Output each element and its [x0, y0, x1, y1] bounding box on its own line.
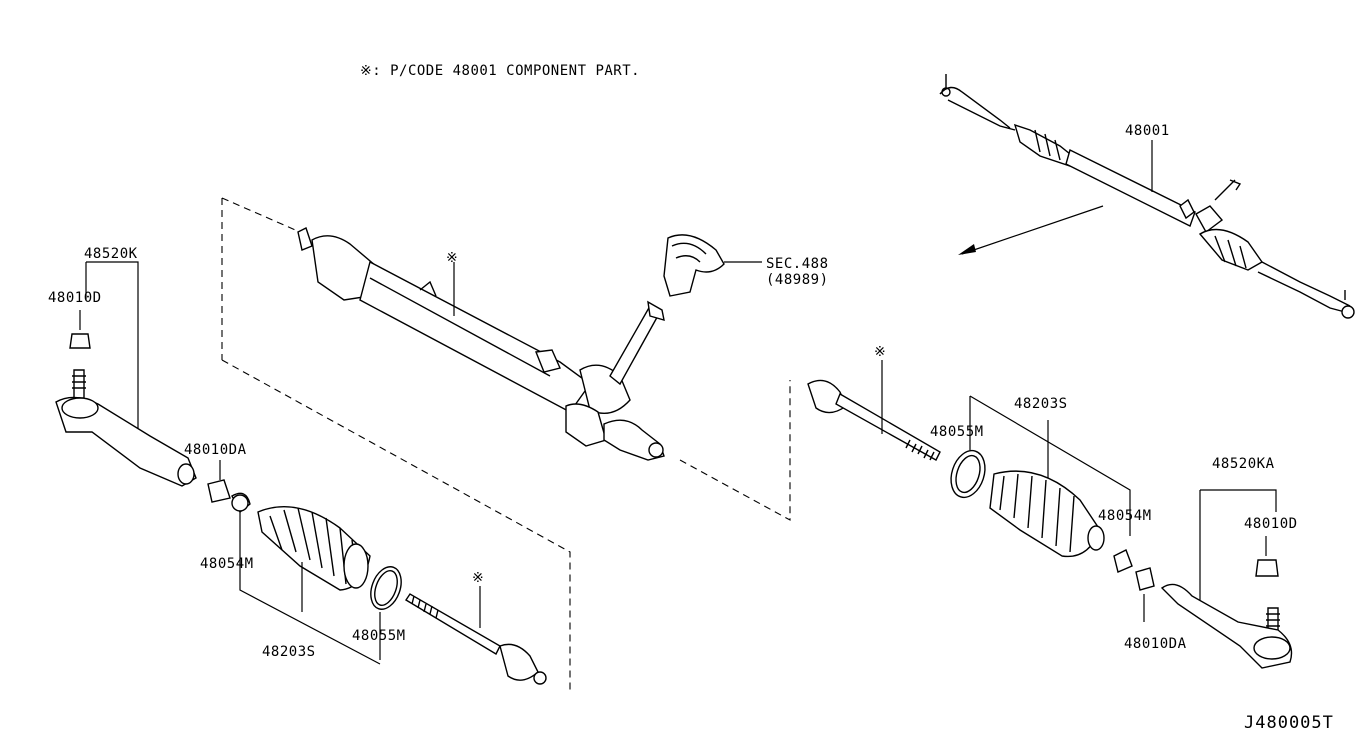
left-inner-tie-rod: ※ — [405, 570, 547, 685]
assembly-overview: 48001 — [939, 74, 1355, 319]
left-tie-rod-end: 48520K 48010D — [48, 246, 197, 487]
left-boot: 48203S — [257, 506, 371, 660]
right-clamp-and-nut: 48054M 48010DA — [1098, 508, 1187, 652]
label-48054m-left: 48054M — [200, 556, 254, 572]
right-inner-tie-rod: ※ — [807, 344, 941, 461]
label-sec-48989: (48989) — [766, 272, 829, 288]
right-boot: 48203S — [969, 395, 1131, 558]
rack-housing: SEC.488 (48989) ※ — [221, 197, 829, 690]
label-48010da-left: 48010DA — [184, 442, 247, 458]
right-tie-rod-end: 48520KA 48010D — [1160, 456, 1298, 669]
label-48054m-right: 48054M — [1098, 508, 1152, 524]
diagram-code: J480005T — [1244, 713, 1334, 733]
left-ring: 48055M — [352, 566, 406, 660]
label-48001: 48001 — [1125, 123, 1170, 139]
label-48010d-right: 48010D — [1244, 516, 1298, 532]
component-note: ※: P/CODE 48001 COMPONENT PART. — [360, 63, 640, 79]
label-48010d-left: 48010D — [48, 290, 102, 306]
marker-left-rod: ※ — [472, 570, 484, 586]
left-nut-and-clamp: 48010DA 48054M — [184, 442, 381, 665]
label-48203s-left: 48203S — [262, 644, 316, 660]
right-ring: 48055M — [930, 396, 986, 499]
marker-right-rod: ※ — [874, 344, 886, 360]
label-48055m-left: 48055M — [352, 628, 406, 644]
label-48010da-right: 48010DA — [1124, 636, 1187, 652]
label-48520k: 48520K — [84, 246, 138, 262]
label-48520ka: 48520KA — [1212, 456, 1275, 472]
label-48055m-right: 48055M — [930, 424, 984, 440]
label-48203s-right: 48203S — [1014, 396, 1068, 412]
label-sec-488: SEC.488 — [766, 256, 829, 272]
marker-housing: ※ — [446, 250, 458, 266]
